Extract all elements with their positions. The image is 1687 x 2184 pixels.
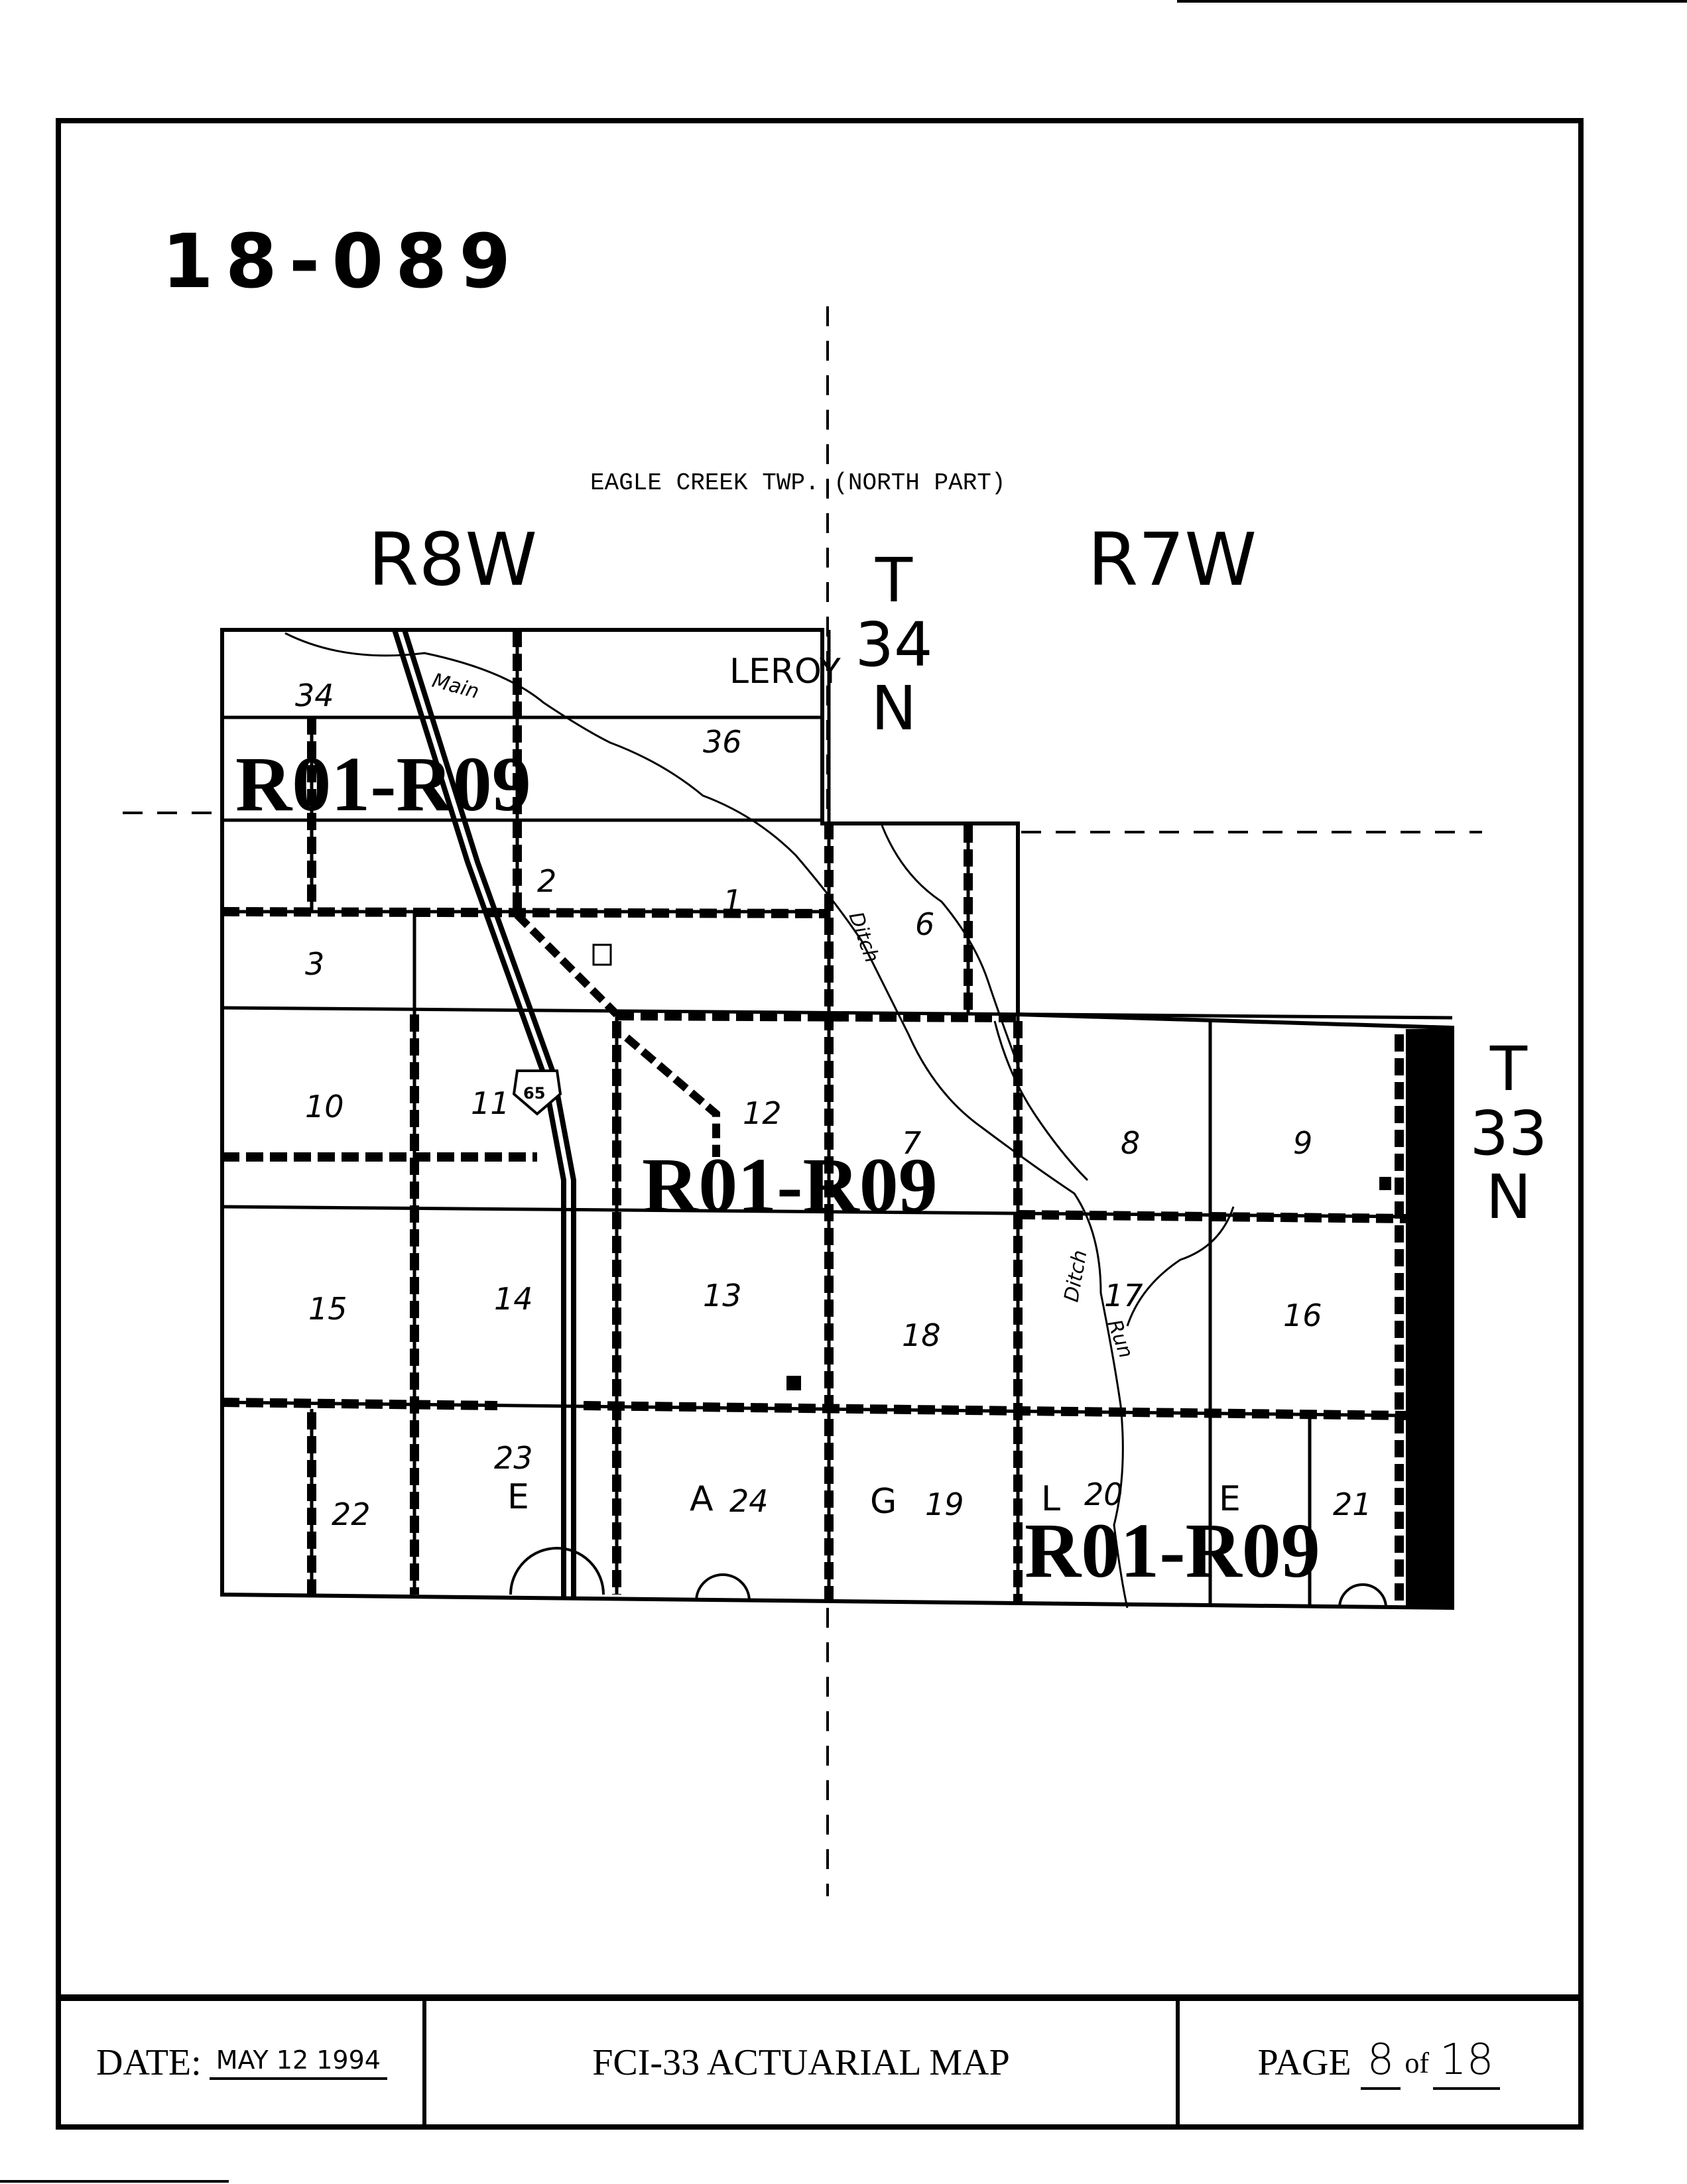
rating-zone-label: R01-R09 bbox=[1025, 1507, 1320, 1594]
highway-shield bbox=[512, 1069, 562, 1116]
place-label: LEROY bbox=[729, 652, 841, 692]
grid-letters: E A G L E bbox=[507, 1477, 1241, 1522]
range-east: R7W bbox=[1088, 517, 1257, 602]
township-north: T 34 N bbox=[841, 545, 947, 745]
shield-number: 65 bbox=[523, 1084, 545, 1103]
range-west: R8W bbox=[368, 517, 538, 602]
township-south: T 33 N bbox=[1456, 1034, 1562, 1233]
footer-bar: DATE: MAY 12 1994 FCI-33 ACTUARIAL MAP P… bbox=[56, 1996, 1584, 2130]
grid-letter: A bbox=[690, 1479, 714, 1519]
streams bbox=[284, 632, 1235, 1608]
rating-zones: R01-R09 R01-R09 R01-R09 bbox=[235, 741, 1320, 1594]
section-label: 24 bbox=[729, 1483, 769, 1519]
township-north-num: 34 bbox=[855, 609, 933, 680]
grid-letter: E bbox=[507, 1477, 529, 1517]
section-label: 8 bbox=[1121, 1125, 1140, 1161]
page-cell: PAGE 8 of 18 bbox=[1176, 2001, 1578, 2124]
section-label: 13 bbox=[703, 1278, 742, 1313]
section-label: 20 bbox=[1084, 1477, 1123, 1512]
stream-label-ditch: Ditch bbox=[844, 909, 883, 966]
map-symbols bbox=[592, 943, 1391, 1390]
top-edge-line bbox=[1177, 0, 1687, 3]
building-symbol bbox=[786, 1376, 801, 1390]
section-label: 16 bbox=[1283, 1298, 1322, 1333]
county-roads bbox=[221, 630, 1406, 1605]
section-label: 18 bbox=[902, 1317, 941, 1353]
township-south-t: T bbox=[1489, 1034, 1528, 1105]
grid-letter: L bbox=[1041, 1479, 1060, 1519]
section-label: 23 bbox=[494, 1440, 533, 1476]
page-total: 18 bbox=[1433, 2035, 1501, 2090]
map-title: EAGLE CREEK TWP. (NORTH PART) bbox=[590, 469, 1006, 497]
section-label: 12 bbox=[743, 1095, 782, 1131]
date-value: MAY 12 1994 bbox=[209, 2045, 387, 2080]
section-label: 11 bbox=[471, 1085, 510, 1121]
landmark-symbol bbox=[1379, 1177, 1391, 1190]
diagonal-road bbox=[514, 912, 720, 1157]
section-numbers: 34 36 2 1 6 3 10 11 12 7 8 9 15 14 13 18… bbox=[295, 678, 1372, 1532]
section-label: 1 bbox=[723, 883, 742, 919]
section-label: 17 bbox=[1104, 1278, 1143, 1313]
section-label: 22 bbox=[332, 1496, 371, 1532]
section-label: 34 bbox=[295, 678, 334, 713]
date-cell: DATE: MAY 12 1994 bbox=[61, 2001, 422, 2124]
township-north-t: T bbox=[875, 545, 913, 616]
rating-zone-label: R01-R09 bbox=[642, 1142, 938, 1229]
stream-label-run: Run bbox=[1102, 1317, 1137, 1361]
section-label: 6 bbox=[915, 906, 934, 942]
document-number: 18-089 bbox=[162, 219, 523, 305]
of-label: of bbox=[1405, 2046, 1430, 2079]
township-south-num: 33 bbox=[1469, 1097, 1548, 1169]
township-south-n: N bbox=[1485, 1162, 1532, 1233]
section-label: 9 bbox=[1293, 1125, 1312, 1161]
date-label: DATE: bbox=[96, 2042, 202, 2083]
page-label: PAGE bbox=[1257, 2042, 1351, 2083]
section-label: 19 bbox=[925, 1486, 964, 1522]
section-label: 3 bbox=[305, 946, 324, 982]
township-north-n: N bbox=[871, 673, 917, 745]
rating-zone-label: R01-R09 bbox=[235, 741, 531, 827]
boundary-circles bbox=[509, 1547, 1387, 1608]
section-label: 7 bbox=[902, 1125, 921, 1161]
form-title-cell: FCI-33 ACTUARIAL MAP bbox=[422, 2001, 1176, 2124]
page-number: 8 bbox=[1360, 2035, 1401, 2090]
stream-label-ditch: Ditch bbox=[1060, 1248, 1092, 1304]
stream-label-main: Main bbox=[430, 669, 481, 703]
grid-letter: E bbox=[1219, 1479, 1241, 1519]
section-label: 36 bbox=[703, 724, 742, 760]
section-label: 15 bbox=[308, 1291, 347, 1327]
east-boundary-bar bbox=[1406, 1029, 1454, 1609]
section-label: 14 bbox=[494, 1281, 533, 1317]
section-label: 21 bbox=[1333, 1486, 1372, 1522]
section-label: 10 bbox=[305, 1089, 344, 1124]
cemetery-symbol bbox=[592, 943, 612, 966]
bottom-edge-line bbox=[0, 2180, 229, 2183]
form-title: FCI-33 ACTUARIAL MAP bbox=[592, 2042, 1010, 2083]
grid-letter: G bbox=[870, 1482, 897, 1522]
section-label: 2 bbox=[537, 863, 556, 899]
